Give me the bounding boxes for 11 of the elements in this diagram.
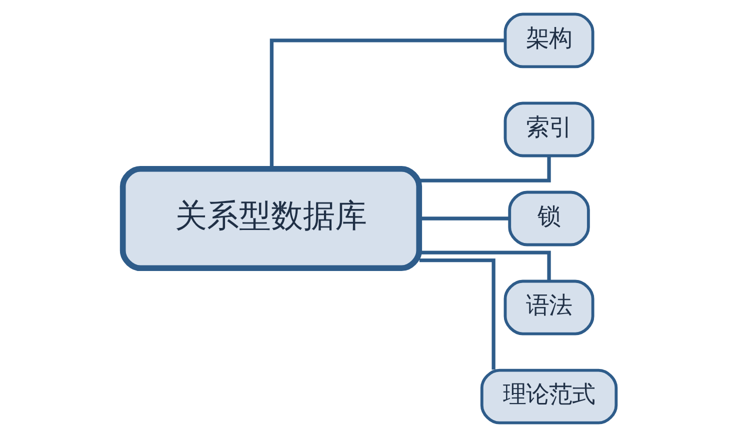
connector [419, 250, 551, 281]
connector [419, 258, 496, 370]
node-box: 语法 [504, 280, 594, 336]
node-box: 架构 [504, 12, 594, 68]
node-box: 理论范式 [480, 368, 618, 424]
connector [419, 156, 551, 182]
node-box: 锁 [508, 190, 590, 246]
node-box: 索引 [504, 102, 594, 158]
connector [270, 38, 506, 168]
node-box: 关系型数据库 [120, 166, 422, 272]
connector [419, 216, 510, 220]
